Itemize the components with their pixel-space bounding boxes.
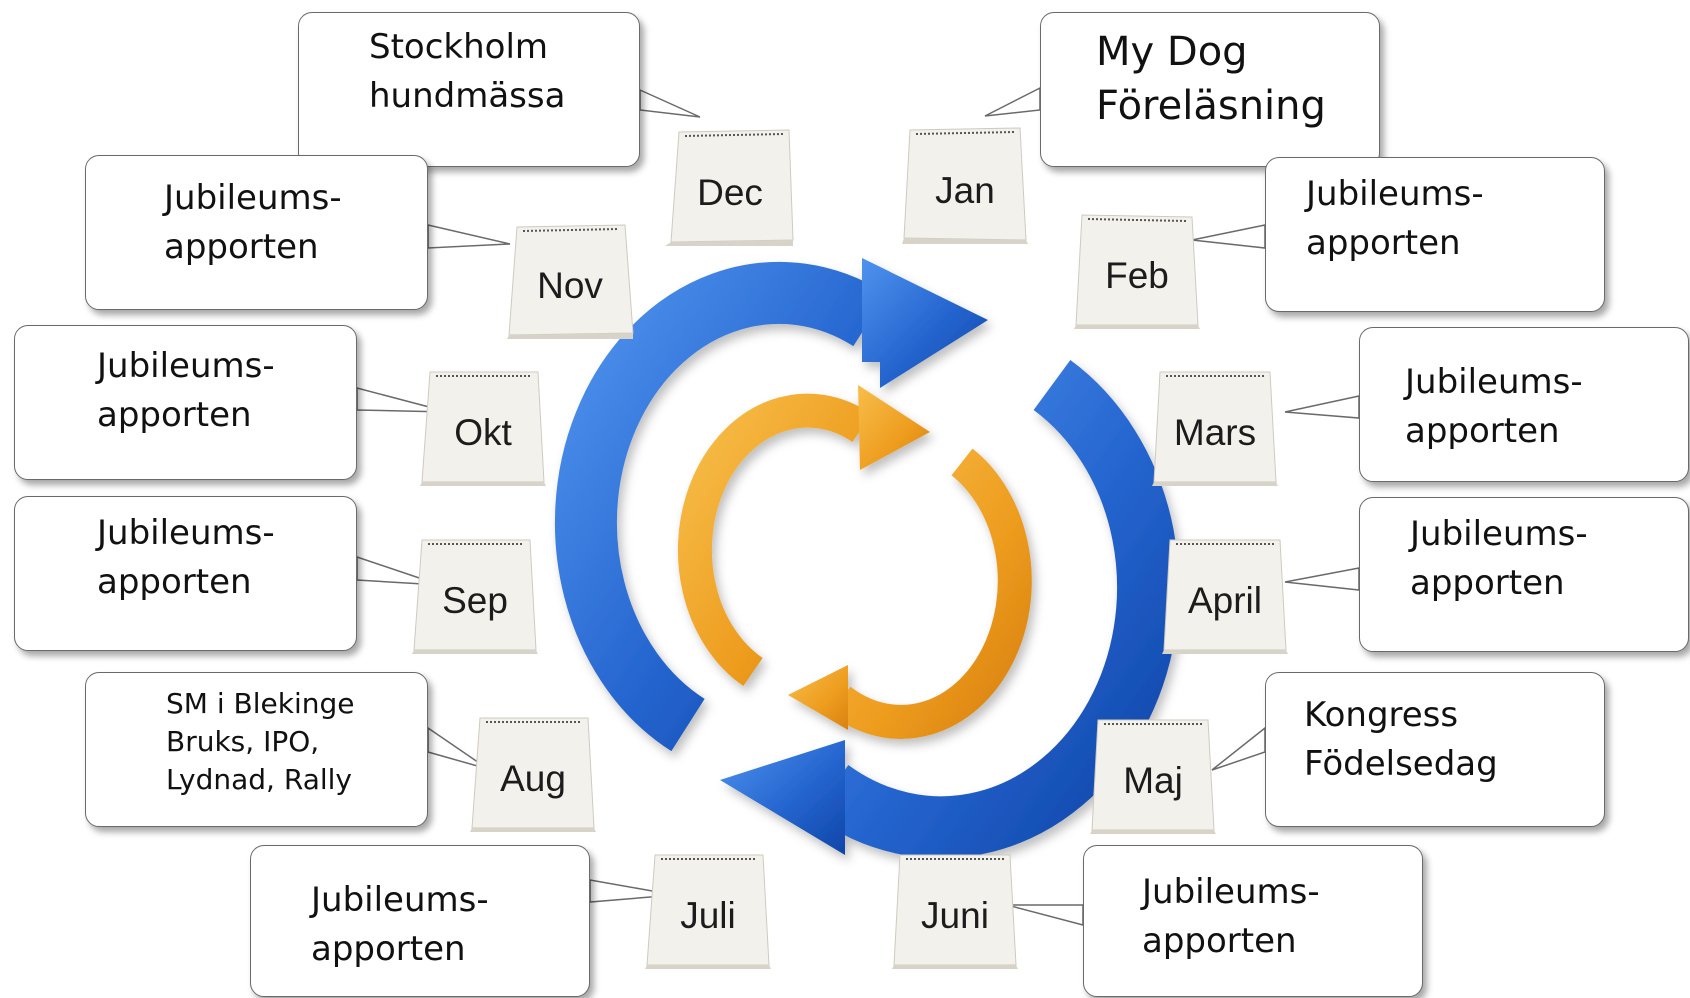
month-label: Okt <box>454 412 512 453</box>
callout-maj: Kongress Födelsedag <box>1265 672 1605 827</box>
blue-cycle-arrow-bottom <box>720 360 1180 859</box>
calendar-okt: Okt <box>418 362 548 486</box>
pointer-april <box>1284 567 1360 591</box>
pointer-aug <box>427 726 489 770</box>
pointer-mars <box>1284 395 1360 419</box>
callout-nov: Jubileums- apporten <box>85 155 428 310</box>
callout-aug: SM i Blekinge Bruks, IPO, Lydnad, Rally <box>85 672 428 827</box>
callout-text: Stockholm hundmässa <box>369 27 566 116</box>
callout-text: Jubileums- apporten <box>1142 872 1320 961</box>
callout-text: My Dog Föreläsning <box>1096 29 1326 129</box>
callout-jan: My Dog Föreläsning <box>1040 12 1380 167</box>
month-label: Jan <box>935 170 995 211</box>
callout-dec: Stockholm hundmässa <box>298 12 640 167</box>
callout-text: Kongress Födelsedag <box>1304 695 1498 784</box>
callout-okt: Jubileums- apporten <box>14 325 357 480</box>
orange-cycle-arrow-bottom <box>788 448 1032 739</box>
calendar-dec: Dec <box>665 122 795 246</box>
month-label: Mars <box>1173 412 1257 453</box>
callout-text: Jubileums- apporten <box>97 513 275 602</box>
month-label: Sep <box>442 580 508 621</box>
pointer-feb <box>1191 224 1266 249</box>
month-label: Feb <box>1105 255 1169 296</box>
pointer-okt <box>356 387 449 413</box>
calendar-feb: Feb <box>1072 205 1202 329</box>
pointer-maj <box>1211 726 1266 771</box>
calendar-sep: Sep <box>410 530 540 654</box>
calendar-juli: Juli <box>643 845 773 969</box>
callout-juli: Jubileums- apporten <box>250 845 590 997</box>
callout-text: Jubileums- apporten <box>164 178 342 267</box>
pointer-nov <box>427 224 511 249</box>
orange-cycle-arrow-top <box>677 385 930 687</box>
callout-april: Jubileums- apporten <box>1359 497 1689 652</box>
calendar-nov: Nov <box>505 215 635 339</box>
callout-text: Jubileums- apporten <box>311 880 489 969</box>
month-label: Juni <box>921 895 989 936</box>
month-label: Aug <box>500 758 566 799</box>
calendar-juni: Juni <box>890 845 1020 969</box>
calendar-jan: Jan <box>900 120 1030 244</box>
callout-sep: Jubileums- apporten <box>14 496 357 651</box>
callout-text: Jubileums- apporten <box>97 346 275 435</box>
calendar-mars: Mars <box>1150 362 1280 486</box>
callout-juni: Jubileums- apporten <box>1083 845 1423 997</box>
month-label: Dec <box>697 172 763 213</box>
calendar-maj: Maj <box>1088 710 1218 834</box>
pointer-jan <box>984 86 1041 117</box>
callout-feb: Jubileums- apporten <box>1265 157 1605 312</box>
callout-text: Jubileums- apporten <box>1306 174 1484 263</box>
callout-text: Jubileums- apporten <box>1410 514 1588 603</box>
pointer-dec <box>639 88 701 118</box>
callout-text: Jubileums- apporten <box>1405 362 1583 451</box>
month-label: Maj <box>1123 760 1183 801</box>
calendar-april: April <box>1160 530 1290 654</box>
callout-mars: Jubileums- apporten <box>1359 327 1689 482</box>
calendar-aug: Aug <box>468 708 598 832</box>
month-label: Nov <box>537 265 603 306</box>
callout-text: SM i Blekinge Bruks, IPO, Lydnad, Rally <box>166 687 355 796</box>
month-label: April <box>1187 580 1263 621</box>
month-label: Juli <box>680 895 736 936</box>
blue-cycle-arrow-top <box>554 258 988 752</box>
